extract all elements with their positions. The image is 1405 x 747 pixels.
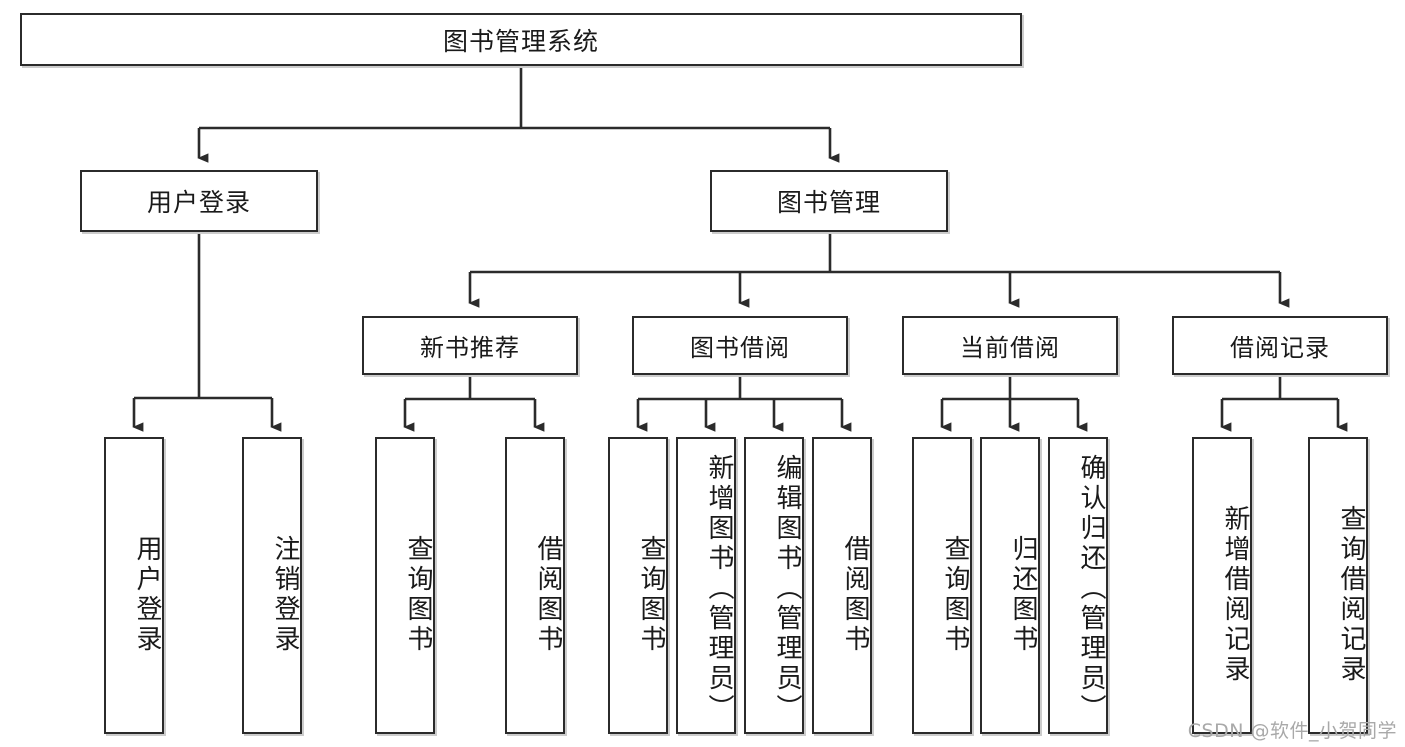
leaf-book-borrow-add[interactable]: 新增图书（管理员） [676, 437, 736, 734]
leaf-current-borrow-query[interactable]: 查询图书 [912, 437, 972, 734]
node-label: 编辑图书（管理员） [772, 453, 802, 724]
node-current-borrow[interactable]: 当前借阅 [902, 316, 1118, 375]
node-label: 查询图书 [636, 534, 666, 655]
node-label: 用户登录 [132, 534, 162, 655]
node-label: 图书管理 [776, 188, 881, 217]
leaf-current-borrow-confirm-return[interactable]: 确认归还（管理员） [1048, 437, 1108, 734]
leaf-user-login-logout[interactable]: 注销登录 [242, 437, 302, 734]
node-label: 借阅图书 [840, 534, 870, 655]
leaf-user-login-login[interactable]: 用户登录 [104, 437, 164, 734]
leaf-book-borrow-edit[interactable]: 编辑图书（管理员） [744, 437, 804, 734]
node-user-login[interactable]: 用户登录 [80, 170, 318, 232]
leaf-book-borrow-borrow[interactable]: 借阅图书 [812, 437, 872, 734]
leaf-borrow-record-add[interactable]: 新增借阅记录 [1192, 437, 1252, 734]
node-label: 新增借阅记录 [1220, 504, 1250, 685]
node-label: 查询借阅记录 [1336, 504, 1366, 685]
node-label: 借阅记录 [1230, 334, 1330, 362]
node-label: 注销登录 [270, 534, 300, 655]
node-label: 图书借阅 [690, 334, 790, 362]
node-label: 图书管理系统 [442, 26, 599, 56]
node-label: 新增图书（管理员） [704, 453, 734, 724]
leaf-new-book-borrow[interactable]: 借阅图书 [505, 437, 565, 734]
leaf-new-book-query[interactable]: 查询图书 [375, 437, 435, 734]
node-borrow-record[interactable]: 借阅记录 [1172, 316, 1388, 375]
node-root-system[interactable]: 图书管理系统 [20, 13, 1022, 66]
leaf-current-borrow-return[interactable]: 归还图书 [980, 437, 1040, 734]
node-label: 新书推荐 [420, 334, 520, 362]
node-label: 确认归还（管理员） [1076, 453, 1106, 724]
leaf-borrow-record-query[interactable]: 查询借阅记录 [1308, 437, 1368, 734]
node-label: 归还图书 [1008, 534, 1038, 655]
leaf-book-borrow-query[interactable]: 查询图书 [608, 437, 668, 734]
node-label: 查询图书 [403, 534, 433, 655]
node-label: 当前借阅 [960, 334, 1060, 362]
node-book-management[interactable]: 图书管理 [710, 170, 948, 232]
node-new-book-recommend[interactable]: 新书推荐 [362, 316, 578, 375]
node-label: 用户登录 [146, 188, 251, 217]
node-label: 借阅图书 [533, 534, 563, 655]
watermark-text: CSDN @软件_小贺同学 [1187, 720, 1397, 742]
node-label: 查询图书 [940, 534, 970, 655]
node-book-borrow[interactable]: 图书借阅 [632, 316, 848, 375]
